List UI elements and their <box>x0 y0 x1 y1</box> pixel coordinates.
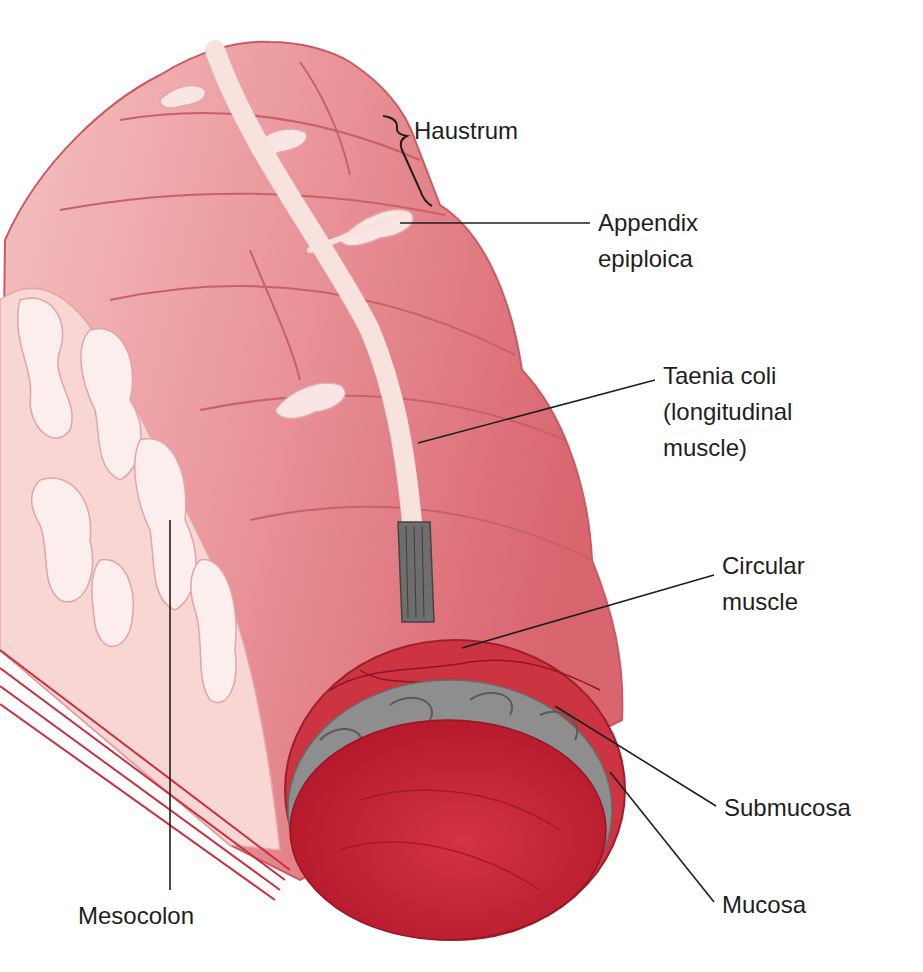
haustral-fold <box>110 286 515 355</box>
part-label: Taenia coli (longitudinal muscle) <box>663 358 838 466</box>
haustral-fold <box>300 62 350 175</box>
fibre <box>422 526 424 618</box>
mucosa <box>290 720 606 940</box>
leader-line <box>555 706 716 806</box>
circular-muscle-ring <box>285 640 625 940</box>
mucosa-texture <box>340 790 560 890</box>
leader-line <box>418 380 655 443</box>
mesocolon-fat <box>18 298 236 703</box>
part-label: Haustrum <box>414 113 518 149</box>
part-label: Appendix epiploica <box>598 205 728 277</box>
fold <box>360 790 560 830</box>
fat-lobe <box>81 328 141 480</box>
fibre <box>406 526 408 618</box>
mesocolon-layer <box>0 668 285 880</box>
fat-lobe <box>92 560 133 647</box>
fibre <box>414 526 416 618</box>
part-label: Mucosa <box>722 887 806 923</box>
fat-lobe <box>18 298 72 438</box>
fat-lobe <box>32 478 93 602</box>
mesocolon-layer <box>0 650 290 870</box>
leader-line <box>462 575 714 648</box>
fold <box>340 842 540 890</box>
appendix-epiploica <box>160 86 205 108</box>
haustral-fold <box>250 250 300 380</box>
mesocolon-layer <box>0 686 280 890</box>
leader-line <box>610 772 714 902</box>
taenia-cut <box>398 522 434 622</box>
mesocolon-layers <box>0 650 290 900</box>
fat-lobe <box>191 560 236 703</box>
leader-lines <box>170 223 716 902</box>
taenia-cut-fibres <box>406 526 424 618</box>
leader-line <box>400 222 590 224</box>
submucosa <box>288 680 612 940</box>
part-label: Mesocolon <box>78 898 194 934</box>
fat-lobe <box>135 438 196 610</box>
leader-line <box>169 520 171 890</box>
fold <box>470 693 512 715</box>
taenia-branch <box>310 215 400 250</box>
appendix-epiploica <box>275 383 345 419</box>
mesocolon <box>0 288 280 850</box>
fold <box>390 698 432 720</box>
taenia-coli <box>215 50 412 522</box>
part-label: Submucosa <box>724 790 851 826</box>
part-label: Circular muscle <box>722 548 847 620</box>
mesocolon-layer <box>0 704 275 900</box>
